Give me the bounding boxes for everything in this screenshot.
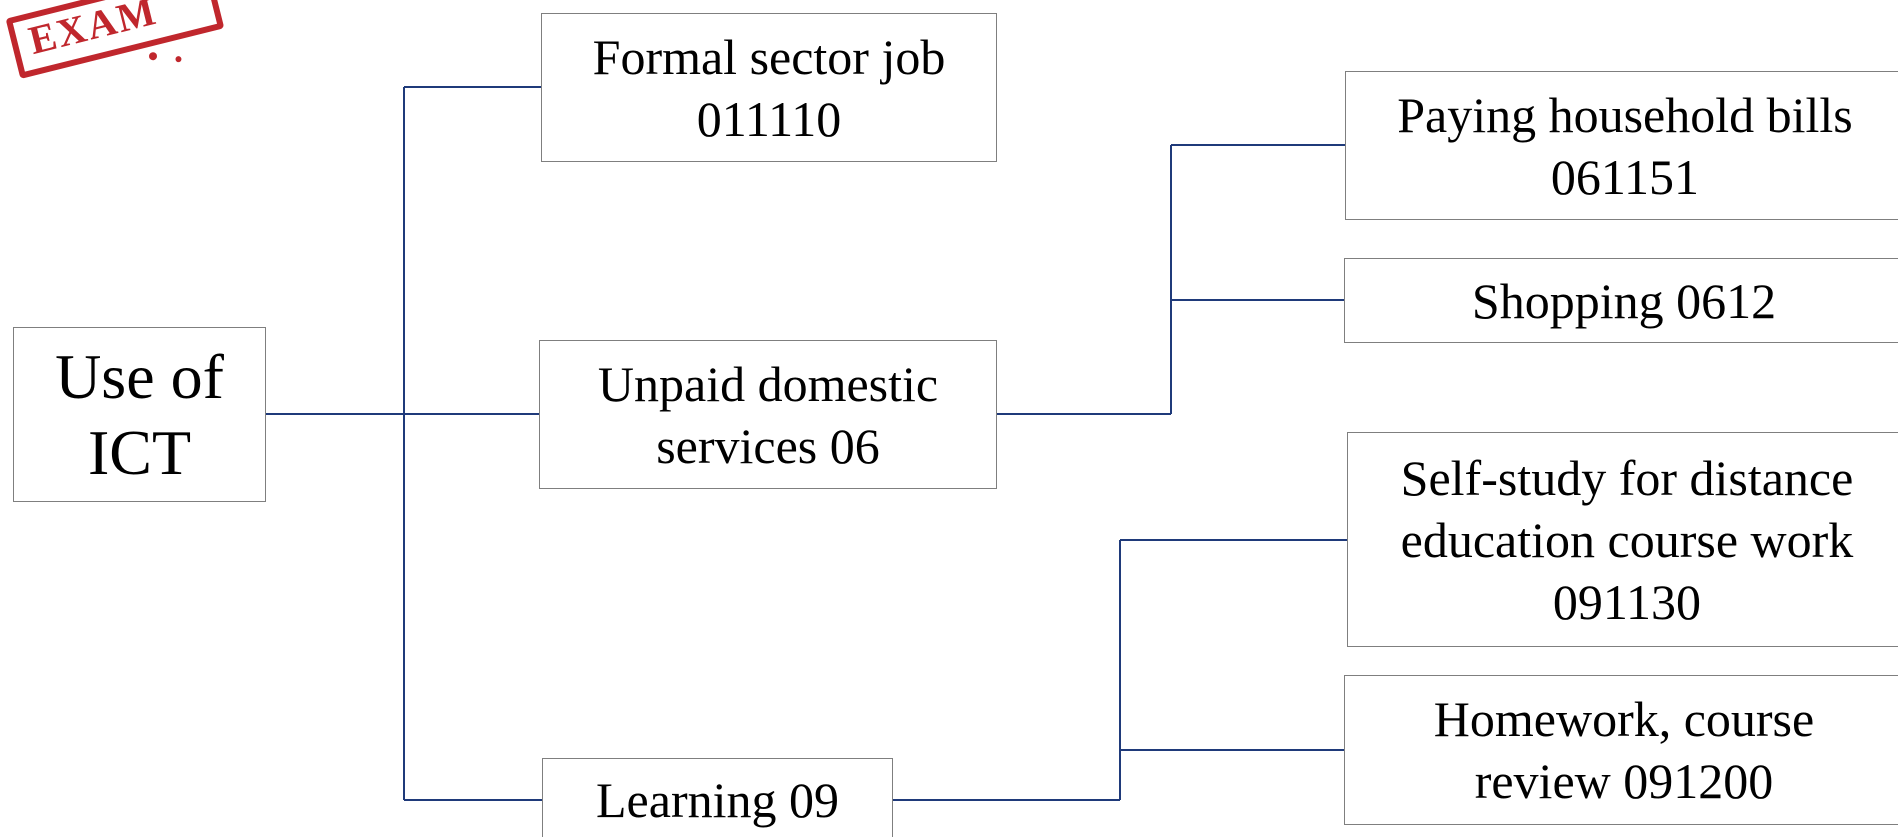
- node-label: Unpaid domestic services 06: [597, 355, 939, 474]
- node-self-study-distance-education: Self-study for distance education course…: [1347, 432, 1898, 647]
- node-shopping: Shopping 0612: [1344, 258, 1898, 343]
- node-label: Paying household bills 061151: [1397, 86, 1853, 205]
- node-label: Formal sector job 011110: [592, 28, 946, 147]
- node-label: Shopping 0612: [1471, 272, 1777, 329]
- node-label: Use of ICT: [55, 340, 224, 488]
- node-formal-sector-job: Formal sector job 011110: [541, 13, 997, 162]
- node-homework-course-review: Homework, course review 091200: [1344, 675, 1898, 825]
- node-label: Homework, course review 091200: [1433, 691, 1815, 809]
- node-label: Learning 09: [596, 772, 839, 828]
- node-unpaid-domestic-services: Unpaid domestic services 06: [539, 340, 997, 489]
- node-label: Self-study for distance education course…: [1400, 449, 1854, 630]
- node-use-of-ict: Use of ICT: [13, 327, 266, 502]
- node-paying-household-bills: Paying household bills 061151: [1345, 71, 1898, 220]
- node-learning: Learning 09: [542, 758, 893, 837]
